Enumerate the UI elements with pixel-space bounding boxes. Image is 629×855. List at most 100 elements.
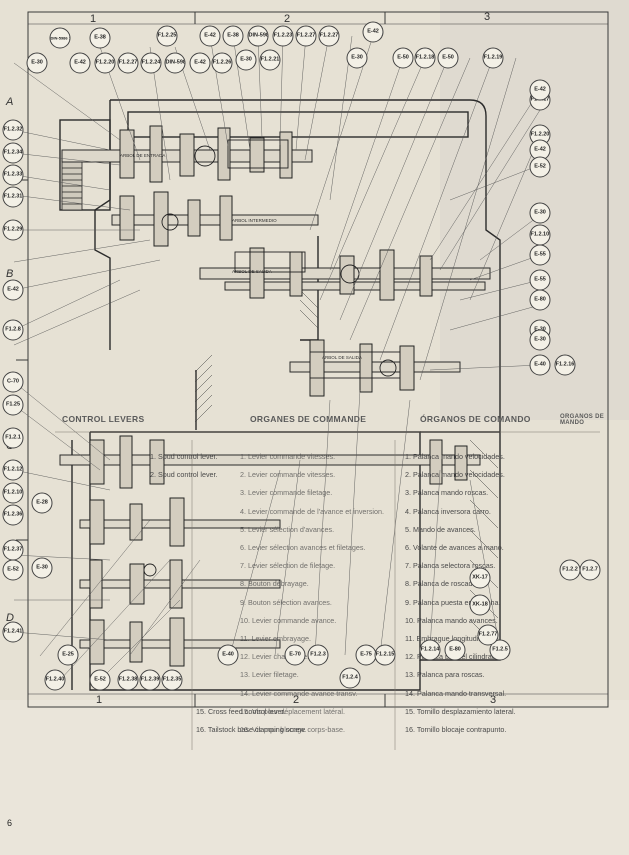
grid-column-1: 1 [90,13,97,25]
legend-item: 15. Tornillo desplazamiento lateral. [405,706,516,716]
legend-item: 2. Spud control lever. [150,470,218,480]
shaft-label: ARBOL INTERMEDIO [232,218,277,223]
part-callout: E-30 [346,47,368,69]
part-callout: F1.2.8 [2,319,24,341]
legend-header-es: ÓRGANOS DE COMANDO [420,414,531,424]
part-callout: F1.2.36 [2,504,24,526]
part-callout: E-38 [222,25,244,47]
grid-row-b: B [6,268,14,280]
legend-item: 1. Levier commande vitesses. [240,452,336,461]
legend-item: 7. Levier sélection de filetage. [240,561,336,571]
legend-item: 16. Tornillo blocaje contrapunto. [405,725,507,735]
part-callout: F1.2.25 [156,25,178,47]
part-callout: DIN-5986 18x38x5x2/3 [49,27,71,49]
legend-item: 11. Embrague longitudinal. [405,634,490,644]
part-callout: E-50 [392,47,414,69]
legend-spanish: 1. Palanca mando velocidades. 2. Palanca… [405,448,516,739]
part-callout: E-28 [31,492,53,514]
part-callout: F1.2.77 [477,624,499,646]
part-callout: F1.2.24 [140,52,162,74]
part-callout: E-80 [529,289,551,311]
part-callout: F1.2.16 [554,354,576,376]
part-callout: F1.2.7 [579,559,601,581]
part-callout: E-30 [31,557,53,579]
grid-row-a: A [6,96,14,108]
legend-english-bottom: 15. Cross feed control lever. 16. Tailst… [196,703,306,739]
legend-item: 16. Vis pour blocage corps-base. [240,725,345,735]
part-callout: E-75 [355,644,377,666]
legend-item: 4. Levier commande de l'avance et invers… [240,506,385,516]
legend-item: 6. Volante de avances a mano. [405,543,504,553]
part-callout: F1.2.3 [307,644,329,666]
part-callout: E-30 [529,202,551,224]
legend-item: 2. Palanca mando velocidades. [405,470,505,480]
part-callout: E-42 [189,52,211,74]
legend-item: 1. Spud control lever. [150,452,218,461]
legend-header-en: CONTROL LEVERS [62,414,145,424]
legend-item: 10. Levier commande avance. [240,615,337,625]
legend-item: 6. Levier sélection avances et filetages… [240,543,366,553]
legend-item: 5. Levier sélection d'avances. [240,524,335,534]
part-callout: E-55 [529,269,551,291]
part-callout: F1.2.1 [2,427,24,449]
part-callout: F1.2.31 [2,186,24,208]
legend-header-fr: ORGANES DE COMMANDE [250,414,367,424]
legend-item: 3. Levier commande filetage. [240,488,333,498]
legend-item: 13. Levier filetage. [240,670,299,680]
part-callout: F1.2.40 [44,669,66,691]
legend-item: 14. Palanca mando transversal. [405,688,507,698]
page-number: 6 [7,818,13,828]
legend-item: 4. Palanca inversora carro. [405,506,491,516]
part-callout: F1.2.100 [529,224,551,246]
part-callout: F1.2.23 [272,25,294,47]
part-callout: E-25 [57,644,79,666]
part-callout: F1.2.38 [117,669,139,691]
legend-item: 12. Levier chariotage. [240,652,310,662]
legend-item: 8. Palanca de roscado. [405,579,479,589]
legend-item: 8. Bouton débrayage. [240,579,309,589]
grid-row-d: D [6,612,14,624]
shaft-label: ARBOL DE SALIDA [322,355,362,360]
legend-english-top: 1. Spud control lever. 2. Spud control l… [150,448,218,484]
part-callout: F1.2.39 [139,669,161,691]
part-callout: F1.2.15 [374,644,396,666]
part-callout: F1.2.41 [2,621,24,643]
part-callout: E-42 [362,21,384,43]
grid-column-3: 3 [484,11,491,23]
grid-column-2: 2 [284,13,291,25]
part-callout: F1.2.37 [2,539,24,561]
part-callout: F1.2.19 [482,47,504,69]
part-callout: E-30 [26,52,48,74]
part-callout: F1.2.35 [161,669,183,691]
legend-item: 11. Levier embrayage. [240,634,311,644]
part-callout: E-42 [199,25,221,47]
shaft-label: ARBOL DE ENTRADA [120,153,166,158]
part-callout: F1.25 [2,394,24,416]
legend-french: 1. Levier commande vitesses. 2. Levier c… [240,448,384,739]
part-callout: F1.2.27 [318,25,340,47]
part-callout: F1.2.27 [295,25,317,47]
part-callout: E-42 [529,79,551,101]
part-callout: E-80 [444,639,466,661]
part-callout: E-42 [69,52,91,74]
part-callout: XK-18 [469,594,491,616]
part-callout: F1.2.4 [339,667,361,689]
grid-column-3-bottom: 3 [490,694,497,706]
part-callout: F1.2.20 [94,52,116,74]
part-callout: E-52 [2,559,24,581]
legend-item: 16. Tailstock base clamping screw. [196,725,307,735]
part-callout: E-50 [437,47,459,69]
part-callout: E-52 [529,156,551,178]
grid-column-2-bottom: 2 [293,694,300,706]
part-callout: F1.2.10 [2,482,24,504]
part-callout: F1.2.27 [117,52,139,74]
part-callout: F1.2.5 [489,639,511,661]
part-callout: E-42 [2,279,24,301]
part-callout: E-40 [529,354,551,376]
part-callout: E-40 [217,644,239,666]
part-callout: DIN-5986 [247,25,269,47]
legend-item: 14. Levier commande avance transv. [240,688,358,698]
shaft-label: ARBOL DE SALIDA [232,269,272,274]
legend-item: 5. Mando de avances. [405,524,476,534]
